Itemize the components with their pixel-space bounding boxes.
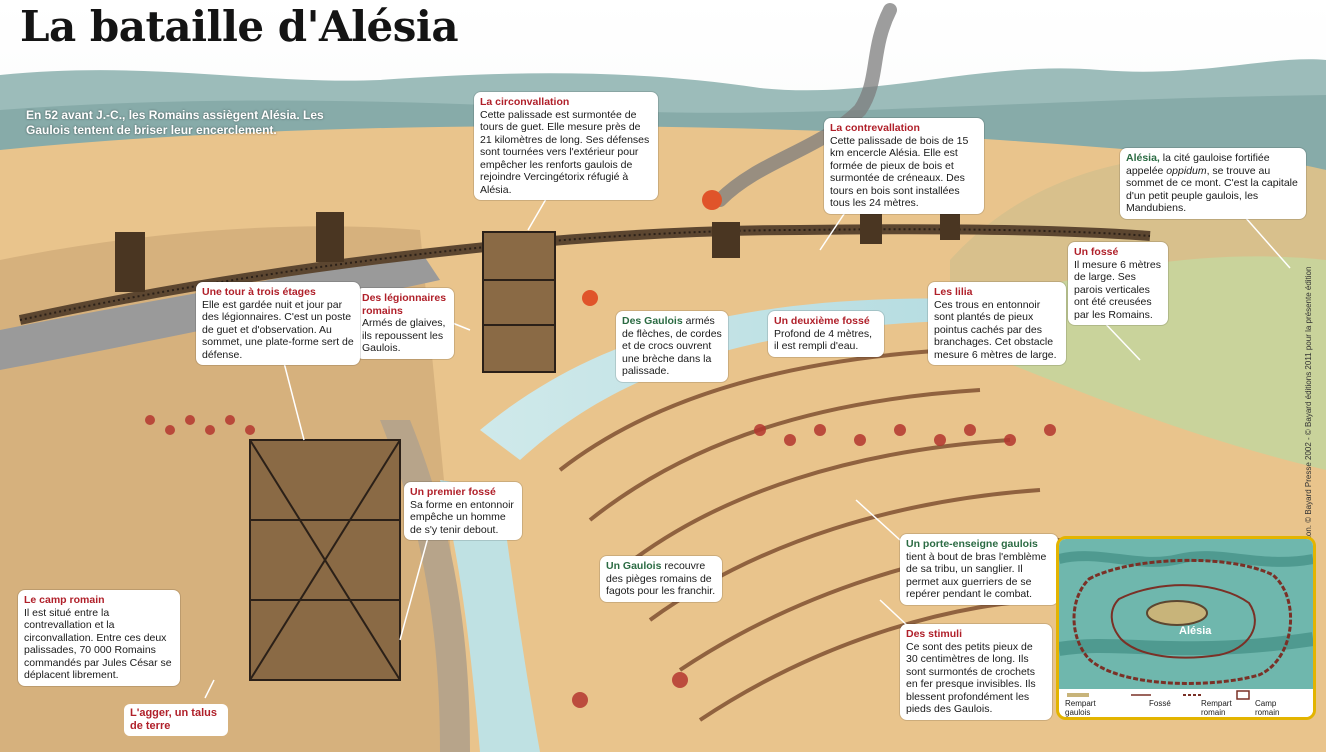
- callout-text: Il est situé entre la contrevallation et…: [24, 606, 172, 682]
- callout-head: Alésia,: [1126, 152, 1160, 164]
- callout-gaulois-armes: Des Gaulois armés de flèches, de cordes …: [616, 311, 728, 382]
- page-title: La bataille d'Alésia: [20, 2, 459, 51]
- callout-text: Sa forme en entonnoir empêche un homme d…: [410, 498, 514, 536]
- callout-text-em: oppidum: [1166, 164, 1207, 177]
- callout-text: Armés de glaives, ils repoussent les Gau…: [362, 317, 446, 354]
- callout-head: Des stimuli: [906, 628, 963, 640]
- callout-text: Elle est gardée nuit et jour par des lég…: [202, 298, 354, 361]
- callout-text: recouvre des pièges romains de fagots po…: [606, 560, 716, 597]
- callout-text: armés de flèches, de cordes et de crocs …: [622, 315, 722, 377]
- callout-head: Les lilia: [934, 286, 973, 298]
- callout-premier-fosse: Un premier fossé Sa forme en entonnoir e…: [404, 482, 522, 540]
- callout-text: Profond de 4 mètres, il est rempli d'eau…: [774, 327, 873, 353]
- callout-head: Un premier fossé: [410, 486, 496, 498]
- legend-rempart-romain: Rempart romain: [1201, 699, 1232, 717]
- callout-deuxieme-fosse: Un deuxième fossé Profond de 4 mètres, i…: [768, 311, 884, 357]
- callout-head: Un porte-enseigne gaulois: [906, 538, 1038, 550]
- intro-text: En 52 avant J.-C., les Romains assiègent…: [26, 108, 324, 137]
- callout-stimuli: Des stimuli Ce sont des petits pieux de …: [900, 624, 1052, 720]
- legend-fosse: Fossé: [1149, 699, 1171, 708]
- inset-map-drawing: [1059, 539, 1313, 717]
- callout-circonvallation: La circonvallation Cette palissade est s…: [474, 92, 658, 200]
- callout-camp: Le camp romain Il est situé entre la con…: [18, 590, 180, 686]
- callout-fosse: Un fossé Il mesure 6 mètres de large. Se…: [1068, 242, 1168, 325]
- map-legend: Rempart gaulois Fossé Rempart romain Cam…: [1063, 689, 1309, 717]
- callout-head: La contrevallation: [830, 122, 920, 134]
- callout-text: Ce sont des petits pieux de 30 centimètr…: [906, 640, 1036, 716]
- callout-legionnaires: Des légionnaires romains Armés de glaive…: [356, 288, 454, 359]
- inset-map: Alésia Rempart gaulois Fossé Rempart rom…: [1056, 536, 1316, 720]
- callout-head: Des Gaulois: [622, 315, 683, 327]
- callout-porte-enseigne: Un porte-enseigne gaulois tient à bout d…: [900, 534, 1058, 605]
- callout-contrevallation: La contrevallation Cette palissade de bo…: [824, 118, 984, 214]
- callout-text-b: , se trouve au sommet de ce mont. C'est …: [1126, 164, 1298, 215]
- callout-text: Cette palissade de bois de 15 km encercl…: [830, 134, 969, 210]
- callout-text: Cette palissade est surmontée de tours d…: [480, 108, 650, 196]
- callout-text: Ces trous en entonnoir sont plantés de p…: [934, 298, 1057, 361]
- callout-head: Des légionnaires romains: [362, 292, 447, 317]
- callout-alesia: Alésia, la cité gauloise fortifiée appel…: [1120, 148, 1306, 219]
- callout-head: Une tour à trois étages: [202, 286, 316, 298]
- callout-head: Un deuxième fossé: [774, 315, 870, 327]
- callout-text: Il mesure 6 mètres de large. Ses parois …: [1074, 258, 1161, 321]
- callout-head: La circonvallation: [480, 96, 570, 108]
- callout-text: tient à bout de bras l'emblème de sa tri…: [906, 550, 1047, 601]
- callout-gaulois-pieges: Un Gaulois recouvre des pièges romains d…: [600, 556, 722, 602]
- callout-tour: Une tour à trois étages Elle est gardée …: [196, 282, 360, 365]
- callout-agger: L'agger, un talus de terre: [124, 704, 228, 736]
- legend-camp-romain: Camp romain: [1255, 699, 1280, 717]
- callout-head: Un fossé: [1074, 246, 1119, 258]
- callout-text-a: la cité gauloise fortifiée appelée: [1126, 152, 1270, 177]
- callout-lilia: Les lilia Ces trous en entonnoir sont pl…: [928, 282, 1066, 365]
- callout-head: Le camp romain: [24, 594, 105, 606]
- callout-head: Un Gaulois: [606, 560, 662, 572]
- map-city-label: Alésia: [1179, 625, 1212, 637]
- legend-rempart-gaulois: Rempart gaulois: [1065, 699, 1096, 717]
